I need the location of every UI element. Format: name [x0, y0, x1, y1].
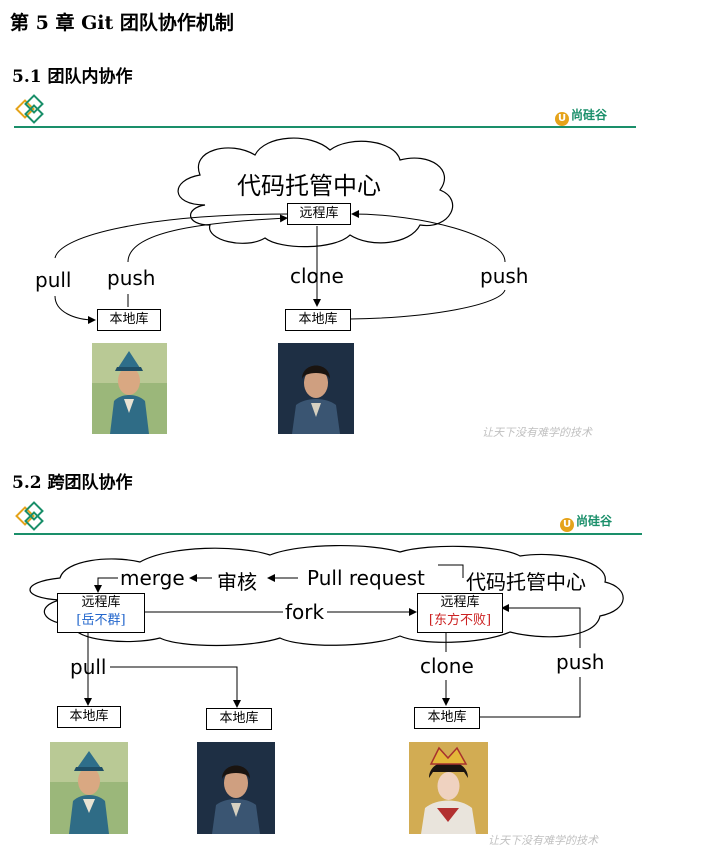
- section1-remote-repo: 远程库: [287, 203, 351, 225]
- section2-edge-pull: pull: [70, 655, 107, 679]
- section1-slogan: 让天下没有难学的技术: [482, 426, 592, 439]
- section1-local-repo-left: 本地库: [97, 309, 161, 331]
- section2-remote-right: 远程库 [东方不败]: [417, 593, 503, 633]
- section1-edge-clone: clone: [290, 264, 344, 288]
- chapter-title: 第 5 章 Git 团队协作机制: [10, 12, 234, 34]
- section2-local-repo-2: 本地库: [206, 708, 272, 730]
- section2-remote-right-owner: [东方不败]: [428, 613, 492, 628]
- section2-local-repo-3: 本地库: [414, 707, 480, 729]
- character-photo: [278, 343, 354, 434]
- character-photo: [409, 742, 488, 834]
- section1-local-repo-right: 本地库: [285, 309, 351, 331]
- section2-remote-right-label: 远程库: [440, 595, 480, 610]
- section1-edge-push-right: push: [480, 264, 529, 288]
- section2-title: 5.2 跨团队协作: [12, 473, 133, 493]
- section1-cloud-label: 代码托管中心: [237, 172, 381, 200]
- cloud-shape: [177, 137, 453, 248]
- section1-edge-push-left: push: [107, 266, 156, 290]
- diamond-logo-icon: [15, 501, 44, 531]
- section2-edge-fork: fork: [285, 600, 325, 624]
- character-photo: [50, 742, 128, 834]
- character-photo: [197, 742, 275, 834]
- section2-brand-text: 尚硅谷: [576, 514, 613, 528]
- character-photo: [92, 343, 167, 434]
- section1-brand-text: 尚硅谷: [571, 108, 608, 122]
- section2-slogan: 让天下没有难学的技术: [488, 834, 598, 847]
- section2-edge-push: push: [556, 650, 605, 674]
- diamond-logo-icon: [15, 94, 44, 124]
- section2-cloud-label: 代码托管中心: [466, 570, 586, 594]
- section2-header-rule: [14, 533, 642, 535]
- section2-local-repo-1: 本地库: [57, 706, 121, 728]
- section2-edge-clone: clone: [420, 654, 474, 678]
- section2-flow-pull-request: Pull request: [307, 566, 425, 590]
- section1-edge-pull: pull: [35, 268, 72, 292]
- section2-flow-merge: merge: [120, 566, 185, 590]
- section2-flow-review: 审核: [217, 570, 257, 594]
- section1-header-rule: [14, 126, 636, 128]
- brand-u-icon: U: [560, 518, 574, 532]
- section2-remote-left-label: 远程库: [81, 595, 121, 610]
- section1-title: 5.1 团队内协作: [12, 67, 133, 87]
- section2-remote-left: 远程库 [岳不群]: [57, 593, 145, 633]
- section2-remote-left-owner: [岳不群]: [76, 613, 126, 628]
- brand-u-icon: U: [555, 112, 569, 126]
